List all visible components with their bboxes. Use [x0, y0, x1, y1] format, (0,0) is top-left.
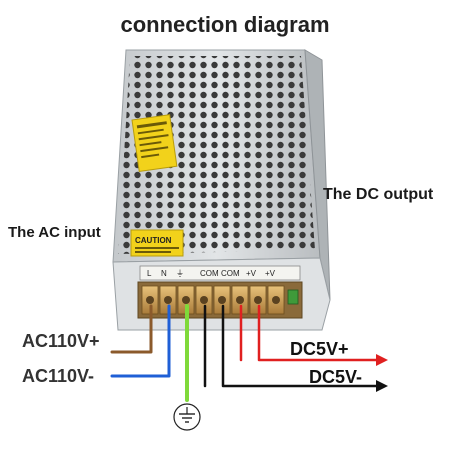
caution-sticker: CAUTION — [130, 229, 184, 257]
terminal-label-v-plus-1: +V — [246, 269, 257, 278]
terminal-label-ground: ⏚ — [176, 269, 184, 278]
terminal-screws — [141, 285, 285, 315]
dc-output-label: The DC output — [323, 186, 434, 203]
dc-negative-arrow-icon — [376, 380, 388, 392]
caution-text: CAUTION — [135, 236, 172, 245]
terminal-label-v-plus-2: +V — [265, 269, 276, 278]
wires — [110, 304, 380, 402]
terminal-label-com-1: COM — [200, 269, 219, 278]
terminal-label-l: L — [147, 269, 152, 278]
diagram-title: connection diagram — [120, 12, 330, 37]
ac-plus-label: AC110V+ — [22, 331, 100, 351]
ac-input-label: The AC input — [8, 224, 101, 241]
ac-neutral-wire — [110, 304, 171, 378]
terminal-label-n: N — [161, 269, 167, 278]
dc-positive-wire-2 — [257, 304, 380, 362]
terminal-block — [137, 281, 303, 319]
voltage-adjust-pot — [287, 289, 299, 305]
dc-positive-arrow-icon — [376, 354, 388, 366]
dc-minus-label: DC5V- — [309, 367, 363, 387]
terminal-label-bar — [139, 265, 301, 281]
dc-plus-label: DC5V+ — [290, 339, 349, 359]
housing-top — [112, 49, 321, 263]
warning-sticker — [131, 114, 178, 173]
ground-symbol-icon — [173, 403, 201, 431]
dc-negative-wire-2 — [221, 304, 380, 388]
ac-minus-label: AC110V- — [22, 366, 95, 386]
terminal-label-com-2: COM — [221, 269, 240, 278]
ac-live-wire — [110, 304, 153, 354]
